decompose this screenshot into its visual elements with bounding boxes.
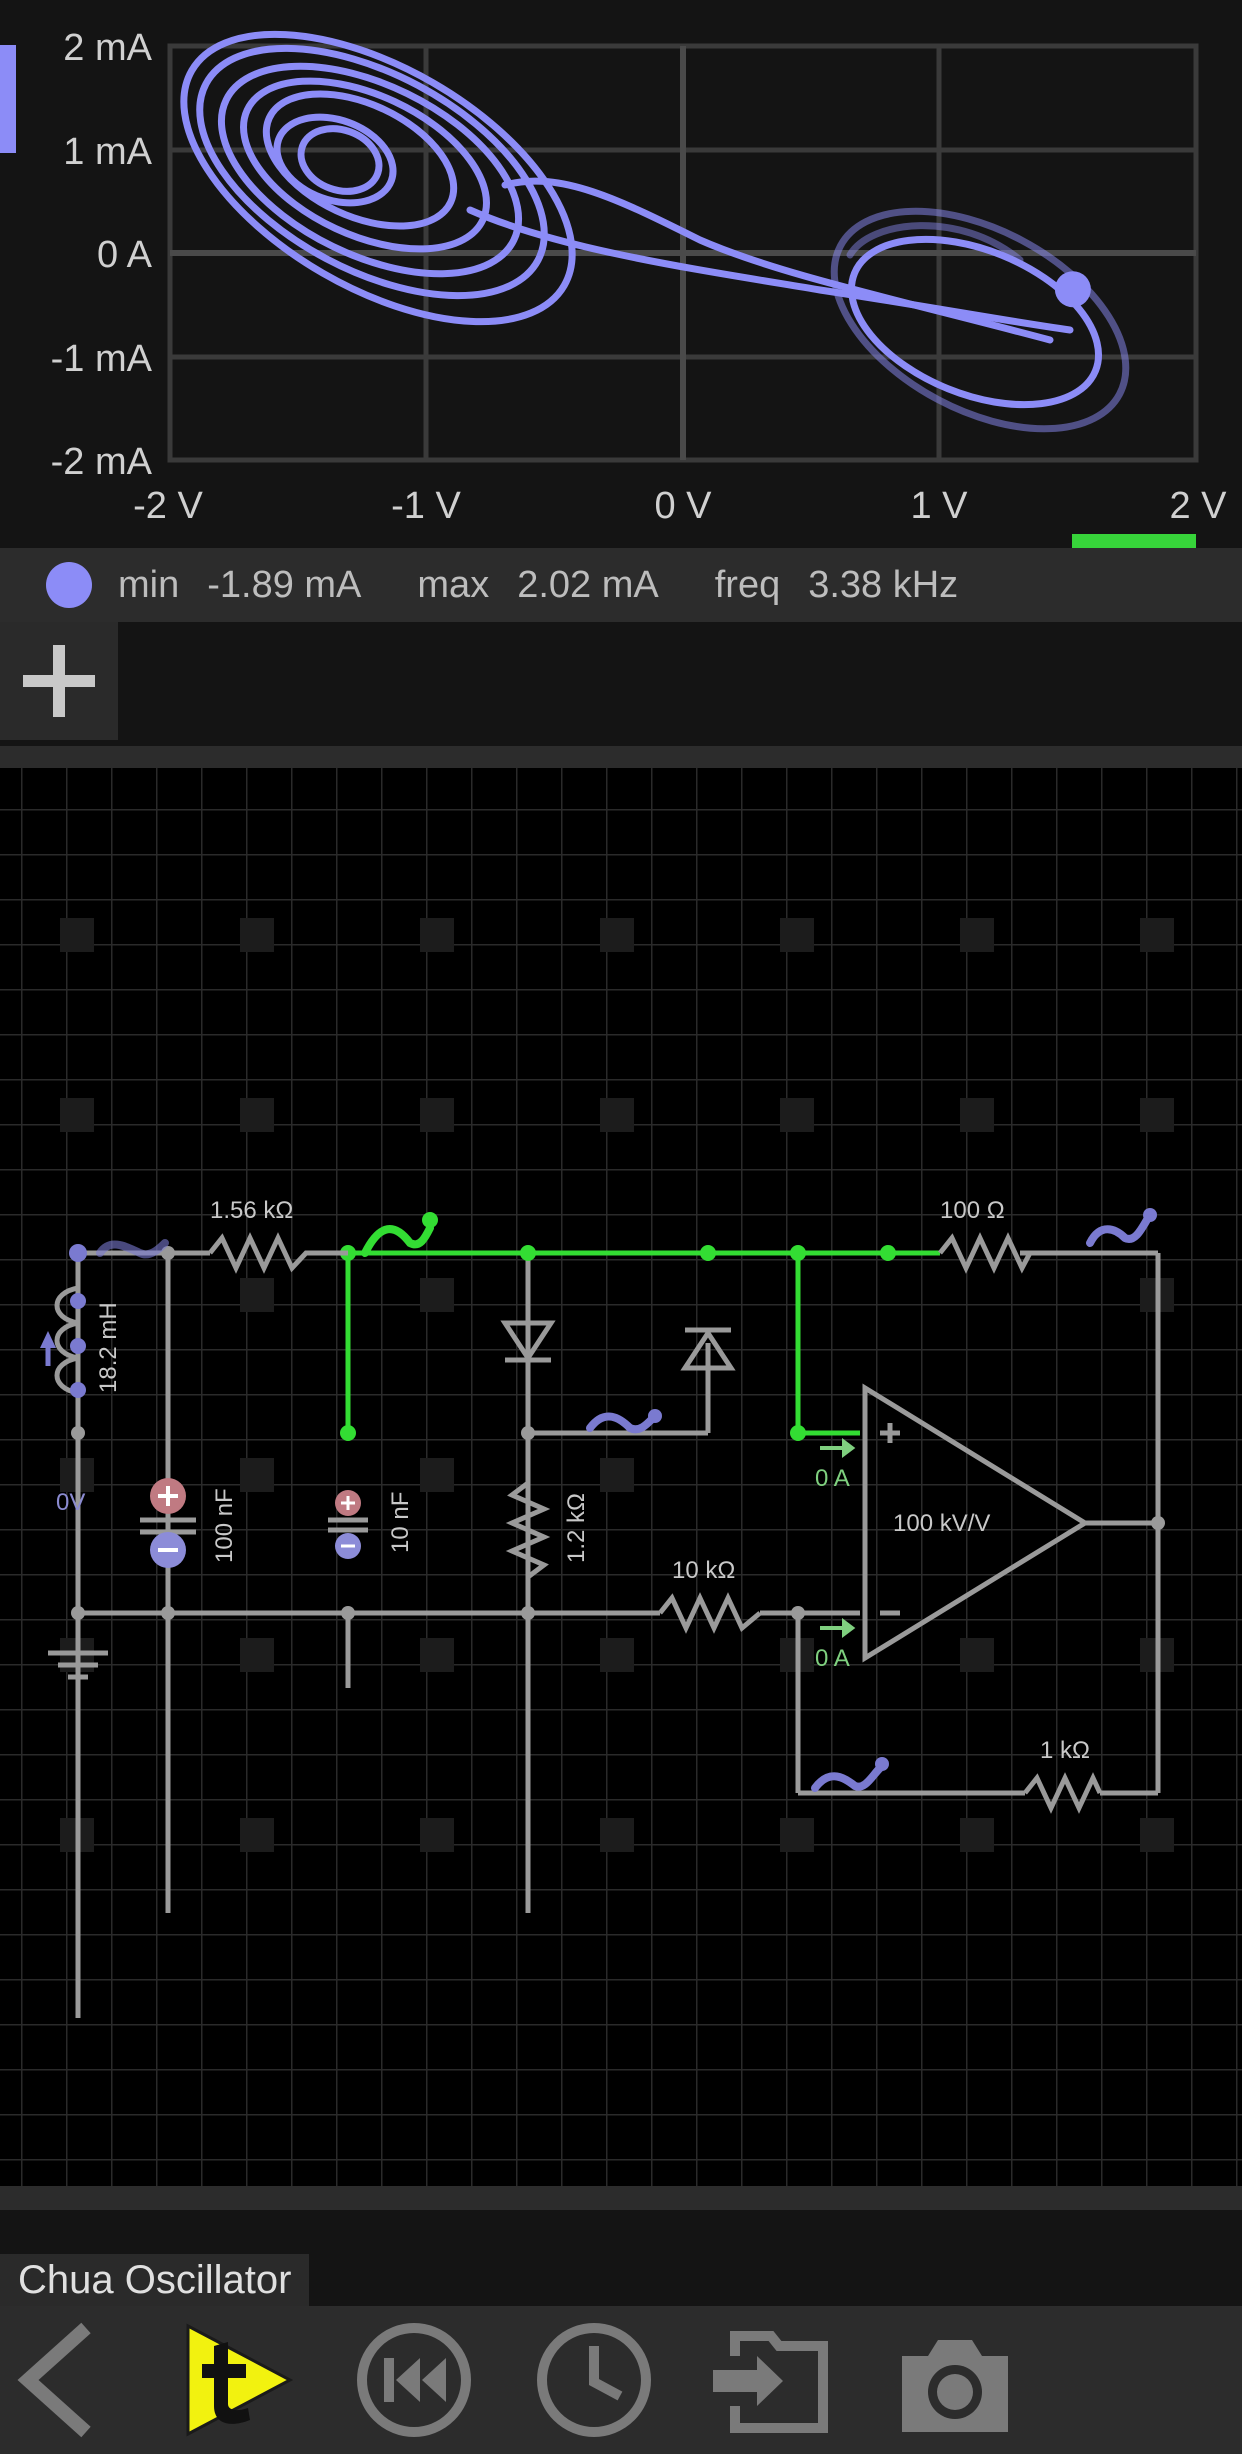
x-tick-label: -1 V: [391, 485, 461, 527]
range-indicator: [1072, 534, 1196, 548]
resistor-label: 1.2 kΩ: [563, 1493, 590, 1563]
freq-label: freq: [714, 563, 781, 606]
max-label: max: [417, 563, 490, 606]
scope-trace: [180, 30, 1130, 433]
x-tick-label: -2 V: [133, 485, 203, 527]
inductor-label: 18.2 mH: [95, 1302, 122, 1393]
x-tick-label: 0 V: [654, 485, 712, 527]
min-label: min: [118, 563, 180, 606]
freq-value: 3.38 kHz: [808, 563, 959, 606]
max-value: 2.02 mA: [517, 563, 659, 606]
back-icon: [17, 2322, 91, 2438]
clock-icon: [537, 2323, 651, 2437]
x-tick-label: 1 V: [910, 485, 968, 527]
title-row: Chua Oscillator: [0, 2210, 1242, 2306]
rewind-icon: [357, 2323, 471, 2437]
opamp-symbol[interactable]: [862, 1383, 1090, 1663]
capacitor-label: 10 nF: [387, 1492, 414, 1553]
voltage-label: 0V: [56, 1489, 85, 1516]
play-button[interactable]: [178, 2306, 328, 2454]
resistor-label: 1 kΩ: [1040, 1737, 1090, 1764]
import-icon: [713, 2331, 828, 2433]
play-t-icon: [186, 2323, 294, 2437]
circuit-board[interactable]: 1.56 kΩ 100 Ω 10 kΩ 1 kΩ 100 kV/V 0V 0 A…: [0, 768, 1242, 2186]
inductor-symbol[interactable]: [54, 1285, 79, 1396]
bottom-toolbar: [0, 2306, 1242, 2454]
channel-color-dot[interactable]: [46, 562, 92, 608]
divider: [0, 2186, 1242, 2210]
resistor-label: 100 Ω: [940, 1197, 1005, 1224]
probe-icon[interactable]: [586, 1412, 659, 1434]
opamp-gain-label: 100 kV/V: [893, 1510, 990, 1537]
back-button[interactable]: [0, 2306, 150, 2454]
plus-icon: [23, 645, 95, 717]
probe-icon[interactable]: [1086, 1214, 1152, 1247]
scope-channel-marker[interactable]: [0, 45, 16, 153]
snapshot-button[interactable]: [890, 2306, 1040, 2454]
x-tick-label: 2 V: [1169, 485, 1227, 527]
scope-plot: 2 mA 1 mA 0 A -1 mA -2 mA -2 V -1 V 0 V …: [51, 27, 1227, 548]
y-tick-label: -2 mA: [51, 441, 153, 483]
circuit-canvas[interactable]: 1.56 kΩ 100 Ω 10 kΩ 1 kΩ 100 kV/V 0V 0 A…: [0, 768, 1242, 2186]
import-button[interactable]: [705, 2306, 855, 2454]
y-tick-label: 1 mA: [63, 131, 152, 173]
active-wires[interactable]: [345, 1250, 940, 1436]
measurement-bar: min -1.89 mA max 2.02 mA freq 3.38 kHz: [0, 548, 1242, 622]
min-value: -1.89 mA: [207, 563, 362, 606]
circuit-title[interactable]: Chua Oscillator: [0, 2254, 310, 2306]
scope-panel[interactable]: 2 mA 1 mA 0 A -1 mA -2 mA -2 V -1 V 0 V …: [0, 0, 1242, 548]
probe-icon[interactable]: [361, 1224, 434, 1257]
capacitor-label: 100 nF: [211, 1488, 238, 1563]
y-tick-label: -1 mA: [51, 338, 153, 380]
capacitor-symbols[interactable]: [140, 1478, 368, 1568]
add-trace-button[interactable]: [0, 622, 118, 740]
probe-icon[interactable]: [811, 1764, 884, 1792]
probe-icon[interactable]: [96, 1239, 169, 1259]
y-tick-label: 2 mA: [63, 27, 152, 69]
current-label: 0 A: [815, 1645, 850, 1672]
trace-marker: [1054, 271, 1091, 308]
trace-list: [0, 622, 1242, 746]
rewind-button[interactable]: [350, 2306, 500, 2454]
diode-symbols[interactable]: [500, 1320, 736, 1371]
divider: [0, 746, 1242, 768]
resistor-label: 10 kΩ: [672, 1557, 735, 1584]
timer-button[interactable]: [530, 2306, 680, 2454]
y-tick-label: 0 A: [97, 234, 153, 276]
resistor-symbols[interactable]: [208, 1232, 1103, 1814]
camera-icon: [902, 2340, 1008, 2432]
resistor-label: 1.56 kΩ: [210, 1197, 293, 1224]
ground-symbol: [48, 1650, 108, 1680]
current-label: 0 A: [815, 1465, 850, 1492]
